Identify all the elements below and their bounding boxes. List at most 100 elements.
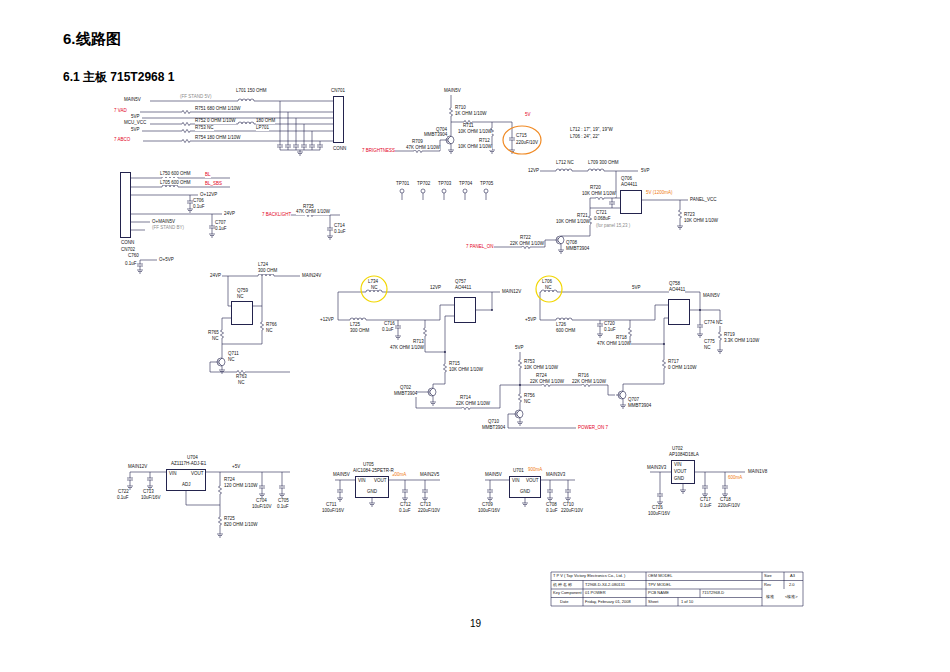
- part-label: MMBT3904: [482, 426, 505, 431]
- part-label: C711: [326, 503, 336, 508]
- part-label: 10K OHM 1/10W: [582, 192, 616, 197]
- part-label: 47K OHM 1/10W: [597, 342, 631, 347]
- resistor-symbol: [518, 392, 521, 404]
- part-label: C720: [604, 322, 615, 327]
- capacitor-symbol: [395, 326, 401, 328]
- part-label: 12VP: [528, 169, 539, 174]
- regulator-ic: U702AP1084D18LAVINVOUTGND: [671, 460, 695, 484]
- part-label: MMBT3904: [394, 392, 417, 397]
- ground-symbol: [489, 150, 495, 153]
- part-ref: NC: [237, 295, 244, 300]
- part-label: 5VP: [515, 346, 524, 351]
- part-label: L725: [350, 323, 360, 328]
- part-label: MCU_VCC: [124, 121, 146, 126]
- inductor-symbol: [556, 318, 572, 320]
- part-label: MAIN2V5: [420, 473, 439, 478]
- capacitor-symbol: [487, 490, 493, 492]
- part-label: R754 180 OHM 1/10W: [195, 136, 241, 141]
- wire: [338, 292, 720, 428]
- part-label: 220uF/10V: [718, 504, 740, 509]
- part-label: R723: [684, 213, 695, 218]
- inductor-symbol: [588, 169, 604, 171]
- part-ref: AP1084D18LA: [669, 453, 699, 458]
- inductor-symbol: [366, 290, 382, 292]
- wire: [210, 276, 300, 372]
- part-label: 22K OHM 1/10W: [530, 380, 564, 385]
- ground-symbol: [722, 494, 728, 497]
- ground-symbol: [147, 486, 153, 489]
- title-block-cell: T2968-D-X4-2-080131: [585, 583, 625, 587]
- part-label: 0 OHM 1/10W: [668, 366, 697, 371]
- part-label: C712: [400, 503, 411, 508]
- part-ref: U701: [513, 469, 524, 474]
- ground-symbol: [448, 150, 454, 153]
- part-label: NC: [716, 321, 723, 326]
- regulator-ic: U705AIC1084-25PETR-RVINVOUTGND: [355, 476, 389, 498]
- title-block-cell: 机 种 名 称: [553, 583, 572, 587]
- test-point: [442, 189, 446, 193]
- part-label: R765: [208, 331, 219, 336]
- part-label: R753 NC: [195, 126, 214, 131]
- part-label: R718: [616, 336, 627, 341]
- ground-symbol: [297, 152, 303, 155]
- title-block-cell: 01 POWER: [585, 591, 606, 595]
- title-block-cell: Rev: [764, 583, 771, 587]
- part-label: TP702: [417, 182, 430, 187]
- part-label: L712 NC: [556, 161, 574, 166]
- part-label: R724: [224, 478, 235, 483]
- part-label: C714: [334, 224, 345, 229]
- pin-name: VIN: [674, 463, 682, 468]
- part-label: R711: [463, 124, 473, 129]
- part-label: R713: [413, 340, 424, 345]
- highlight-ring: [361, 276, 387, 302]
- title-block-cell: 715T2968-D: [702, 591, 724, 595]
- part-label: C713: [143, 490, 154, 495]
- part-label: 0.1uF: [277, 505, 289, 510]
- sheet-title: 6.线路图: [63, 31, 121, 46]
- resistor-symbol: [260, 320, 263, 332]
- resistor-symbol: [180, 122, 192, 125]
- part-ref: U704: [187, 456, 198, 461]
- resistor-symbol: [180, 110, 192, 113]
- part-ref: AO4411: [669, 288, 685, 293]
- part-label: 10K OHM 1/10W: [449, 368, 483, 373]
- ground-symbol: [259, 494, 265, 497]
- current-note: 600mA: [728, 476, 742, 481]
- part-ref: CN702: [121, 248, 135, 253]
- resistor-symbol: [518, 358, 521, 370]
- title-block-cell: OEM MODEL: [648, 574, 672, 578]
- title-block-cell: T P V ( Top Victory Electronics Co., Ltd…: [553, 574, 625, 578]
- note: (for panel 15,23 ): [596, 224, 630, 229]
- capacitor-symbol: [547, 490, 553, 492]
- part-label: 5VP: [632, 286, 641, 291]
- part-label: R722: [520, 236, 531, 241]
- part-label: 0.1uF: [334, 230, 346, 235]
- part-label: NC: [545, 286, 552, 291]
- part-label: MAIN3V3: [647, 466, 666, 471]
- test-point: [463, 189, 467, 193]
- part-ref: CN701: [331, 89, 345, 94]
- part-label: 100uF/16V: [478, 509, 500, 514]
- part-label: Q711: [228, 352, 239, 357]
- title-block-cell: 2.0: [789, 583, 795, 587]
- capacitor-symbol: [657, 494, 663, 496]
- part-label: C704: [256, 499, 267, 504]
- resistor-symbol: [180, 139, 192, 142]
- part-label: 0.1uF: [700, 504, 712, 509]
- capacitor-symbol: [337, 490, 343, 492]
- pin-name: VOUT: [526, 479, 539, 484]
- part-label: C713: [420, 503, 431, 508]
- part-label: R719: [724, 333, 735, 338]
- title-block-cell: TPV MODEL: [648, 583, 671, 587]
- capacitor-symbol: [402, 490, 408, 492]
- part-label: 22K OHM 1/10W: [572, 380, 606, 385]
- part-label: 5VP: [131, 128, 140, 133]
- junction-dot: [491, 309, 493, 311]
- part-label: MAIN5V: [333, 473, 350, 478]
- resistor-symbol: [594, 196, 606, 199]
- junction-dot: [444, 351, 446, 353]
- ground-symbol: [279, 494, 285, 497]
- title-block-cell: Size: [764, 574, 772, 578]
- inductor-symbol: [162, 185, 178, 187]
